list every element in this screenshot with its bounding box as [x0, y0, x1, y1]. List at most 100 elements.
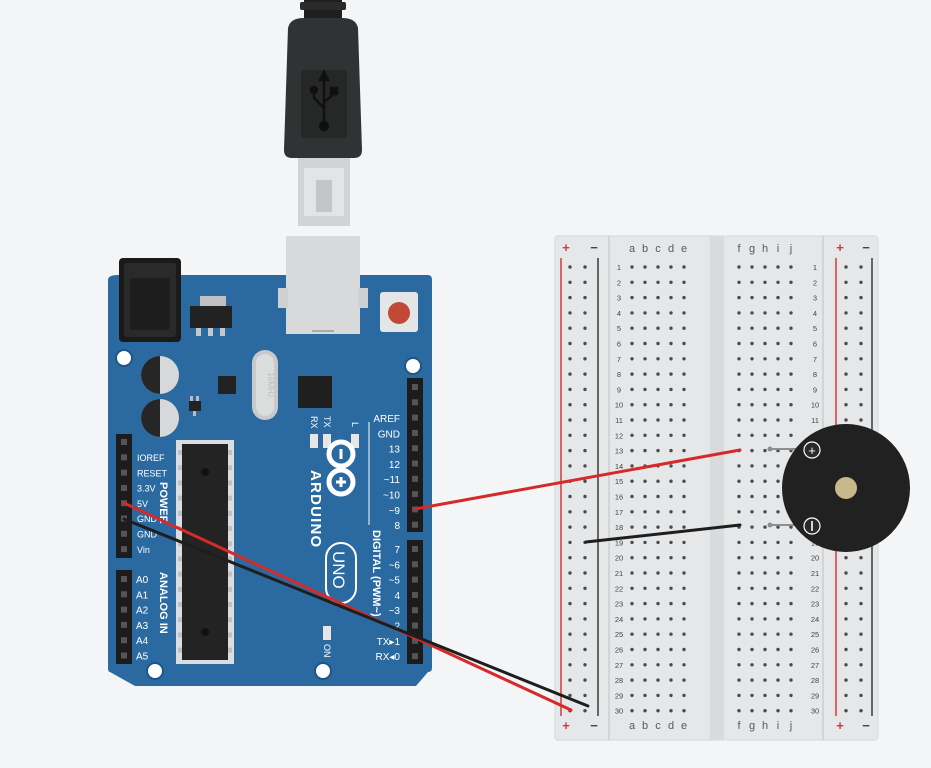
breadboard-hole[interactable]	[737, 433, 741, 437]
breadboard-hole[interactable]	[789, 601, 793, 606]
analog-header-pin[interactable]	[121, 621, 127, 628]
breadboard-hole[interactable]	[763, 601, 767, 606]
rail-hole[interactable]	[583, 586, 587, 590]
breadboard-hole[interactable]	[737, 663, 741, 667]
breadboard-hole[interactable]	[776, 494, 780, 499]
breadboard-hole[interactable]	[763, 265, 767, 269]
breadboard-hole[interactable]	[776, 387, 780, 392]
breadboard-hole[interactable]	[669, 663, 673, 667]
rail-hole[interactable]	[568, 326, 572, 330]
breadboard-hole[interactable]	[750, 632, 754, 636]
breadboard-hole[interactable]	[643, 678, 647, 682]
breadboard-hole[interactable]	[750, 479, 754, 483]
digital-header-pin[interactable]	[412, 622, 418, 629]
breadboard-hole[interactable]	[682, 540, 686, 545]
breadboard-hole[interactable]	[750, 556, 754, 560]
breadboard-hole[interactable]	[789, 295, 793, 300]
breadboard-hole[interactable]	[630, 601, 634, 606]
breadboard-hole[interactable]	[763, 464, 767, 468]
rail-hole[interactable]	[583, 693, 587, 698]
rail-hole[interactable]	[859, 556, 863, 560]
breadboard-hole[interactable]	[669, 709, 673, 713]
breadboard-hole[interactable]	[630, 433, 634, 437]
breadboard-hole[interactable]	[737, 403, 741, 407]
breadboard-hole[interactable]	[763, 479, 767, 483]
breadboard-hole[interactable]	[737, 709, 741, 713]
breadboard-hole[interactable]	[643, 448, 647, 453]
breadboard-hole[interactable]	[776, 571, 780, 575]
rail-hole[interactable]	[568, 403, 572, 407]
rail-hole[interactable]	[844, 571, 848, 575]
breadboard-hole[interactable]	[682, 632, 686, 636]
rail-hole[interactable]	[859, 632, 863, 636]
breadboard-hole[interactable]	[763, 678, 767, 682]
rail-hole[interactable]	[844, 709, 848, 713]
breadboard-hole[interactable]	[643, 403, 647, 407]
rail-hole[interactable]	[844, 403, 848, 407]
breadboard-hole[interactable]	[682, 372, 686, 376]
breadboard-hole[interactable]	[763, 326, 767, 330]
breadboard-hole[interactable]	[669, 341, 673, 346]
rail-hole[interactable]	[568, 464, 572, 468]
breadboard-hole[interactable]	[750, 265, 754, 269]
rail-hole[interactable]	[844, 678, 848, 682]
breadboard-hole[interactable]	[737, 326, 741, 330]
breadboard-hole[interactable]	[789, 709, 793, 713]
digital-header-pin[interactable]	[412, 653, 418, 660]
breadboard-hole[interactable]	[750, 326, 754, 330]
rail-hole[interactable]	[583, 632, 587, 636]
rail-hole[interactable]	[583, 571, 587, 575]
breadboard-hole[interactable]	[682, 464, 686, 468]
breadboard-hole[interactable]	[789, 540, 793, 545]
breadboard-hole[interactable]	[737, 479, 741, 483]
breadboard-hole[interactable]	[643, 341, 647, 346]
breadboard-hole[interactable]	[750, 586, 754, 590]
rail-hole[interactable]	[859, 311, 863, 315]
breadboard-hole[interactable]	[737, 601, 741, 606]
breadboard-hole[interactable]	[776, 586, 780, 590]
breadboard-hole[interactable]	[682, 709, 686, 713]
breadboard-hole[interactable]	[643, 617, 647, 621]
breadboard-hole[interactable]	[656, 678, 660, 682]
breadboard-hole[interactable]	[669, 464, 673, 468]
breadboard-hole[interactable]	[643, 647, 647, 652]
rail-hole[interactable]	[583, 556, 587, 560]
breadboard-hole[interactable]	[630, 709, 634, 713]
rail-hole[interactable]	[859, 586, 863, 590]
breadboard-hole[interactable]	[669, 586, 673, 590]
breadboard-hole[interactable]	[682, 494, 686, 499]
breadboard-hole[interactable]	[737, 357, 741, 361]
breadboard-hole[interactable]	[643, 418, 647, 422]
rail-hole[interactable]	[568, 693, 572, 698]
breadboard-hole[interactable]	[763, 525, 767, 529]
rail-hole[interactable]	[568, 617, 572, 621]
breadboard-hole[interactable]	[630, 311, 634, 315]
breadboard-hole[interactable]	[656, 632, 660, 636]
breadboard-hole[interactable]	[750, 448, 754, 453]
breadboard-hole[interactable]	[789, 571, 793, 575]
rail-hole[interactable]	[568, 525, 572, 529]
breadboard-hole[interactable]	[763, 311, 767, 315]
breadboard-hole[interactable]	[656, 479, 660, 483]
rail-hole[interactable]	[859, 647, 863, 652]
breadboard-hole[interactable]	[682, 280, 686, 284]
rail-hole[interactable]	[859, 418, 863, 422]
breadboard-hole[interactable]	[763, 387, 767, 392]
rail-hole[interactable]	[583, 709, 587, 713]
breadboard-hole[interactable]	[656, 357, 660, 361]
breadboard-hole[interactable]	[776, 678, 780, 682]
breadboard-hole[interactable]	[630, 494, 634, 499]
breadboard-hole[interactable]	[630, 357, 634, 361]
rail-hole[interactable]	[583, 448, 587, 453]
breadboard-hole[interactable]	[750, 525, 754, 529]
breadboard-hole[interactable]	[682, 265, 686, 269]
digital-header-pin[interactable]	[412, 491, 418, 498]
rail-hole[interactable]	[859, 357, 863, 361]
breadboard-hole[interactable]	[682, 663, 686, 667]
digital-header-pin[interactable]	[412, 445, 418, 452]
analog-header-pin[interactable]	[121, 652, 127, 659]
breadboard-hole[interactable]	[763, 632, 767, 636]
breadboard-hole[interactable]	[630, 403, 634, 407]
breadboard-hole[interactable]	[776, 709, 780, 713]
breadboard-hole[interactable]	[682, 403, 686, 407]
